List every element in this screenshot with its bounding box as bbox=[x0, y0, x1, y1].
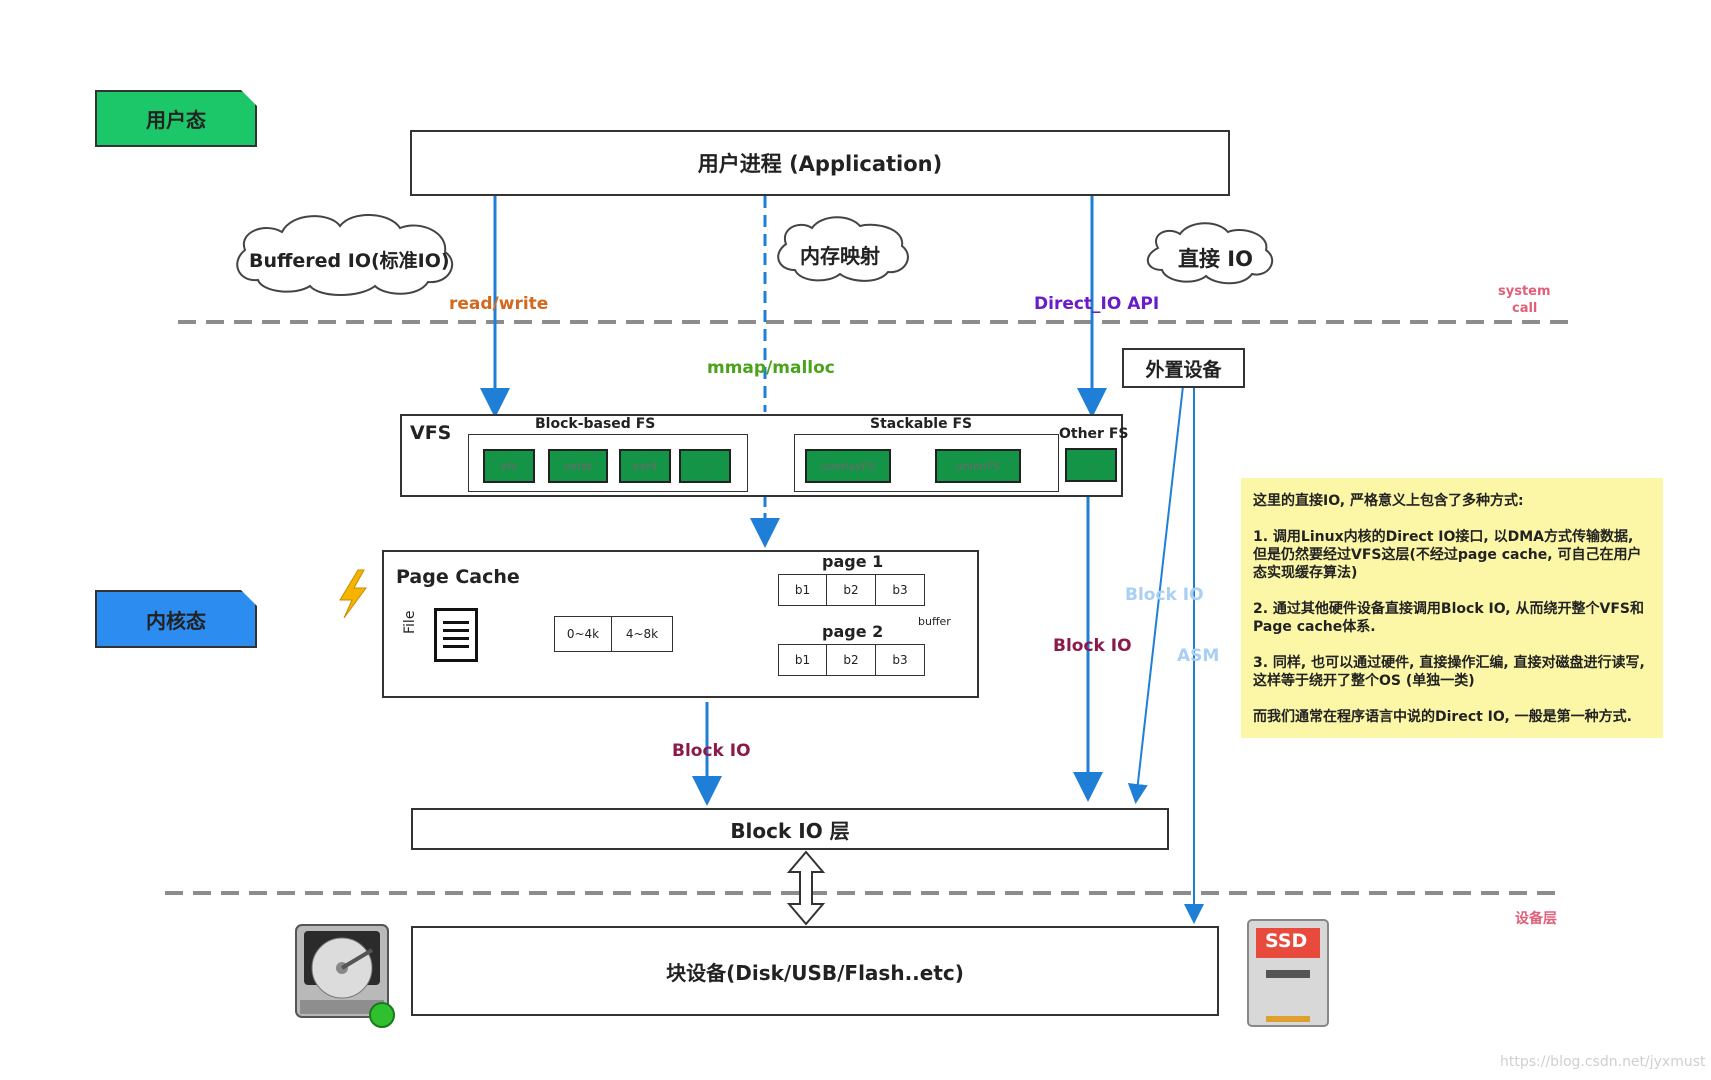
other-fs-title: Other FS bbox=[1059, 426, 1129, 442]
application-box: 用户进程 (Application) bbox=[410, 130, 1230, 196]
device-layer-label: 设备层 bbox=[1515, 911, 1557, 927]
buffer-label: buffer bbox=[918, 615, 951, 628]
cloud-direct-label: 直接 IO bbox=[1178, 247, 1253, 271]
user-mode-tag: 用户态 bbox=[95, 90, 257, 147]
fs-ext4: ext4 bbox=[619, 449, 671, 483]
note-item-2: 2. 通过其他硬件设备直接调用Block IO, 从而绕开整个VFS和Page … bbox=[1253, 601, 1644, 635]
range-4-8k: 4~8k bbox=[611, 616, 673, 652]
page2-title: page 2 bbox=[822, 622, 884, 641]
fs-xfs: xfs bbox=[483, 449, 535, 483]
read-write-label: read/write bbox=[449, 294, 549, 314]
system-call-label-2: call bbox=[1512, 301, 1538, 316]
range-0-4k: 0~4k bbox=[554, 616, 612, 652]
mmap-malloc-label: mmap/malloc bbox=[707, 358, 835, 378]
block-device-box: 块设备(Disk/USB/Flash..etc) bbox=[411, 926, 1219, 1016]
page1-b3: b3 bbox=[875, 574, 925, 606]
cloud-mmap-shape bbox=[777, 216, 909, 282]
watermark: https://blog.csdn.net/jyxmust bbox=[1500, 1054, 1706, 1070]
vfs-title: VFS bbox=[410, 422, 452, 444]
page-cache-title: Page Cache bbox=[396, 566, 520, 588]
file-icon bbox=[434, 608, 478, 662]
block-io-layer-box: Block IO 层 bbox=[411, 808, 1169, 850]
kernel-mode-tag: 内核态 bbox=[95, 590, 257, 648]
block-device-label: 块设备(Disk/USB/Flash..etc) bbox=[666, 960, 964, 985]
block-io-layer-label: Block IO 层 bbox=[730, 818, 850, 843]
lightning-icon bbox=[339, 569, 367, 619]
page2-b1: b1 bbox=[778, 644, 827, 676]
direct-io-note: 这里的直接IO, 严格意义上包含了多种方式: 1. 调用Linux内核的Dire… bbox=[1241, 478, 1663, 738]
file-label: File bbox=[402, 610, 418, 634]
block-based-fs-group: xfs exfat ext4 ... bbox=[468, 434, 748, 492]
kernel-mode-label: 内核态 bbox=[146, 608, 206, 633]
ssd-icon bbox=[1247, 919, 1329, 1027]
cloud-buffered-shape bbox=[236, 213, 454, 296]
page1-title: page 1 bbox=[822, 552, 884, 571]
stackable-fs-group: overlayFS unionFS bbox=[794, 434, 1059, 492]
note-intro: 这里的直接IO, 严格意义上包含了多种方式: bbox=[1253, 493, 1524, 509]
fs-overlayfs: overlayFS bbox=[805, 449, 891, 483]
block-based-fs-title: Block-based FS bbox=[535, 416, 656, 432]
external-block-io-arrow bbox=[1127, 385, 1184, 804]
hard-disk-icon bbox=[295, 924, 395, 1028]
note-item-1: 1. 调用Linux内核的Direct IO接口, 以DMA方式传输数据, 但是… bbox=[1253, 529, 1642, 581]
page-cache-box: Page Cache File 0~4k 4~8k page 1 b1 b2 b… bbox=[382, 550, 979, 698]
note-summary: 而我们通常在程序语言中说的Direct IO, 一般是第一种方式. bbox=[1253, 709, 1632, 725]
page1-b1: b1 bbox=[778, 574, 827, 606]
stackable-fs-title: Stackable FS bbox=[870, 416, 973, 432]
system-call-label-1: system bbox=[1498, 284, 1551, 299]
external-block-io-label: Block IO bbox=[1125, 585, 1204, 605]
bidirectional-arrow bbox=[786, 850, 826, 926]
page1-b2: b2 bbox=[826, 574, 876, 606]
application-label: 用户进程 (Application) bbox=[697, 152, 943, 176]
direct-block-io-label: Block IO bbox=[1053, 636, 1132, 656]
cloud-mmap-label: 内存映射 bbox=[800, 244, 880, 268]
fs-unionfs: unionFS bbox=[935, 449, 1021, 483]
external-device-box: 外置设备 bbox=[1122, 348, 1245, 388]
page2-b2: b2 bbox=[826, 644, 876, 676]
note-item-3: 3. 同样, 也可以通过硬件, 直接操作汇编, 直接对磁盘进行读写, 这样等于绕… bbox=[1253, 655, 1645, 689]
vfs-box: VFS Block-based FS xfs exfat ext4 ... St… bbox=[400, 414, 1128, 497]
user-mode-label: 用户态 bbox=[146, 108, 206, 132]
cache-block-io-label: Block IO bbox=[672, 741, 751, 761]
asm-label: ASM bbox=[1177, 646, 1220, 666]
cloud-buffered-label: Buffered IO(标准IO) bbox=[249, 250, 450, 272]
fs-other-more: ... bbox=[1065, 448, 1117, 482]
cloud-direct-shape bbox=[1147, 222, 1273, 285]
direct-io-api-label: Direct_IO API bbox=[1034, 294, 1160, 314]
ssd-label: SSD bbox=[1265, 930, 1308, 952]
page2-b3: b3 bbox=[875, 644, 925, 676]
fs-exfat: exfat bbox=[548, 449, 608, 483]
fs-block-more: ... bbox=[679, 449, 731, 483]
external-device-label: 外置设备 bbox=[1145, 358, 1222, 381]
